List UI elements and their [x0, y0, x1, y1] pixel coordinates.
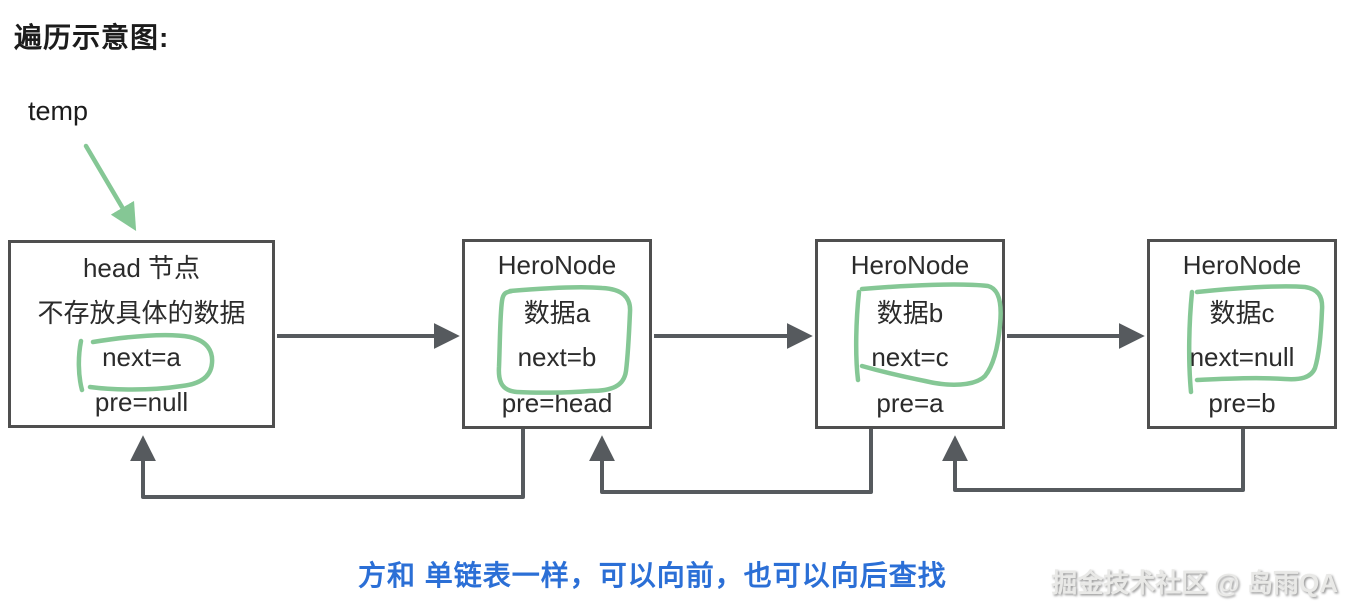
node-next-field: next=a	[102, 341, 181, 372]
node-next-field: next=c	[871, 341, 949, 372]
node-title: HeroNode	[850, 250, 970, 281]
node-title: HeroNode	[1182, 250, 1302, 281]
caption-text: 方和 单链表一样，可以向前，也可以向后查找	[358, 560, 947, 591]
node-pre-field: pre=head	[501, 387, 613, 418]
node-a: HeroNode 数据a next=b pre=head	[462, 239, 652, 429]
node-pre-field: pre=null	[94, 386, 189, 417]
node-pre-field: pre=a	[876, 387, 944, 418]
node-pre-field: pre=b	[1208, 387, 1276, 418]
node-description: 不存放具体的数据	[37, 298, 246, 329]
backward-arrow-icon	[130, 429, 525, 499]
temp-pointer-label: temp	[28, 96, 89, 126]
node-c: HeroNode 数据c next=null pre=b	[1147, 239, 1337, 429]
node-data-field: 数据b	[876, 298, 944, 329]
node-data-field: 数据a	[523, 298, 591, 329]
node-title: head 节点	[82, 253, 201, 284]
temp-arrow-icon	[83, 143, 137, 231]
backward-arrow-icon	[589, 429, 873, 494]
node-next-field: next=null	[1189, 341, 1295, 372]
node-head: head 节点 不存放具体的数据 next=a pre=null	[8, 240, 275, 428]
watermark-text: 掘金技术社区 @ 岛雨QA	[1051, 568, 1338, 598]
node-b: HeroNode 数据b next=c pre=a	[815, 239, 1005, 429]
node-title: HeroNode	[497, 250, 617, 281]
node-data-field: 数据c	[1209, 298, 1275, 329]
page-title: 遍历示意图:	[14, 22, 170, 53]
node-next-field: next=b	[517, 341, 597, 372]
backward-arrow-icon	[942, 429, 1245, 492]
